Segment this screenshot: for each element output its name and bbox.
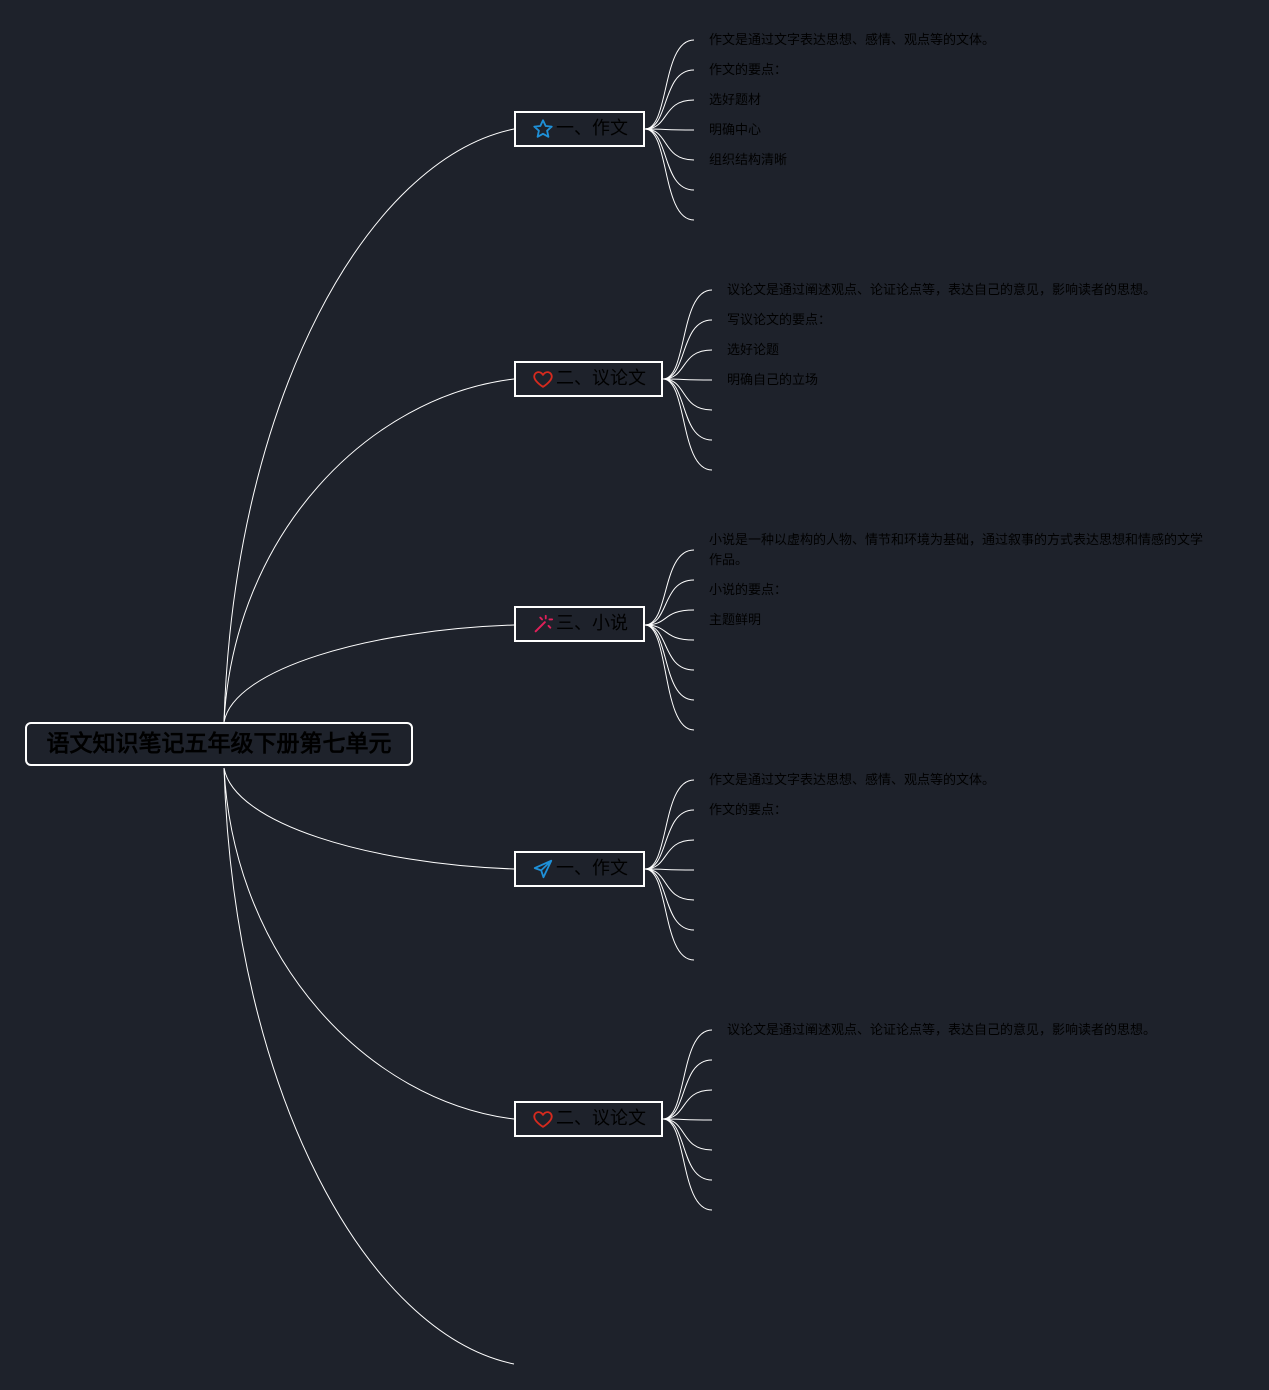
leaf-connector-5-1	[662, 1029, 713, 1120]
root-connector-3	[223, 624, 515, 723]
magic-wand-icon	[532, 613, 554, 635]
leaf-connector-4-1	[644, 779, 695, 870]
leaf-text[interactable]: 组织结构清晰	[709, 153, 788, 168]
leaf-connector-2-2	[662, 319, 713, 380]
heart-icon	[532, 1108, 554, 1130]
leaf-connector-4-7	[644, 868, 695, 961]
branch-label: 一、作文	[556, 858, 628, 879]
leaf-text[interactable]: 明确中心	[709, 123, 762, 138]
leaf-connector-2-5	[662, 378, 713, 411]
leaf-text[interactable]: 作文的要点：	[709, 803, 788, 818]
leaf-connector-2-7	[662, 378, 713, 471]
root-topic[interactable]: 语文知识笔记五年级下册第七单元	[25, 722, 413, 766]
leaf-text[interactable]: 议论文是通过阐述观点、论证论点等，表达自己的意见，影响读者的思想。	[727, 1023, 1157, 1038]
leaf-connector-1-6	[644, 128, 695, 191]
branch-topic-1[interactable]: 一、作文	[514, 111, 645, 147]
leaf-connector-1-2	[644, 69, 695, 130]
leaf-text[interactable]: 小说是一种以虚构的人物、情节和环境为基础，通过叙事的方式表达思想和情感的文学作品…	[709, 533, 1204, 568]
leaf-text[interactable]: 作文是通过文字表达思想、感情、观点等的文体。	[709, 33, 996, 48]
leaf-connector-4-5	[644, 868, 695, 901]
leaf-connector-3-7	[644, 624, 695, 731]
leaf-connector-4-2	[644, 809, 695, 870]
leaf-connector-3-5	[644, 624, 695, 671]
leaf-text[interactable]: 小说的要点：	[709, 583, 788, 598]
leaf-text[interactable]: 选好题材	[709, 93, 762, 108]
leaf-connector-4-3	[644, 839, 695, 870]
root-connector-1	[223, 128, 515, 723]
leaf-connector-2-4	[662, 378, 713, 381]
leaf-connector-1-7	[644, 128, 695, 221]
root-connector-6	[223, 767, 515, 1365]
leaf-connector-3-1	[644, 549, 695, 626]
leaf-connector-4-6	[644, 868, 695, 931]
leaf-connector-1-1	[644, 39, 695, 130]
branch-label: 二、议论文	[556, 1108, 646, 1129]
leaf-connector-2-1	[662, 289, 713, 380]
leaf-text[interactable]: 作文是通过文字表达思想、感情、观点等的文体。	[709, 773, 996, 788]
leaf-connector-1-3	[644, 99, 695, 130]
branch-topic-5[interactable]: 二、议论文	[514, 1101, 663, 1137]
leaf-connector-1-5	[644, 128, 695, 161]
leaf-text[interactable]: 议论文是通过阐述观点、论证论点等，表达自己的意见，影响读者的思想。	[727, 283, 1157, 298]
root-connector-4	[223, 767, 515, 870]
leaf-connector-5-5	[662, 1118, 713, 1151]
leaf-text[interactable]: 写议论文的要点：	[727, 313, 832, 328]
branch-label: 一、作文	[556, 118, 628, 139]
leaf-connector-3-6	[644, 624, 695, 701]
leaf-connector-3-3	[644, 609, 695, 626]
leaf-text[interactable]: 选好论题	[727, 343, 780, 358]
root-connector-2	[223, 378, 515, 723]
leaf-connector-3-4	[644, 624, 695, 641]
leaf-connector-2-3	[662, 349, 713, 380]
branch-topic-4[interactable]: 一、作文	[514, 851, 645, 887]
leaf-text[interactable]: 作文的要点：	[709, 63, 788, 78]
branch-topic-2[interactable]: 二、议论文	[514, 361, 663, 397]
star-icon	[532, 118, 554, 140]
leaf-text[interactable]: 明确自己的立场	[727, 373, 819, 388]
leaf-connector-5-7	[662, 1118, 713, 1211]
leaf-connector-5-4	[662, 1118, 713, 1121]
heart-icon	[532, 368, 554, 390]
send-icon	[532, 858, 554, 880]
leaf-connector-5-3	[662, 1089, 713, 1120]
branch-label: 二、议论文	[556, 368, 646, 389]
leaf-connector-1-4	[644, 128, 695, 131]
branch-label: 三、小说	[556, 613, 628, 634]
branch-topic-3[interactable]: 三、小说	[514, 606, 645, 642]
leaf-connector-4-4	[644, 868, 695, 871]
leaf-text[interactable]: 主题鲜明	[709, 613, 762, 628]
root-connector-5	[223, 767, 515, 1120]
leaf-connector-5-2	[662, 1059, 713, 1120]
leaf-connector-5-6	[662, 1118, 713, 1181]
leaf-connector-3-2	[644, 579, 695, 626]
leaf-connector-2-6	[662, 378, 713, 441]
